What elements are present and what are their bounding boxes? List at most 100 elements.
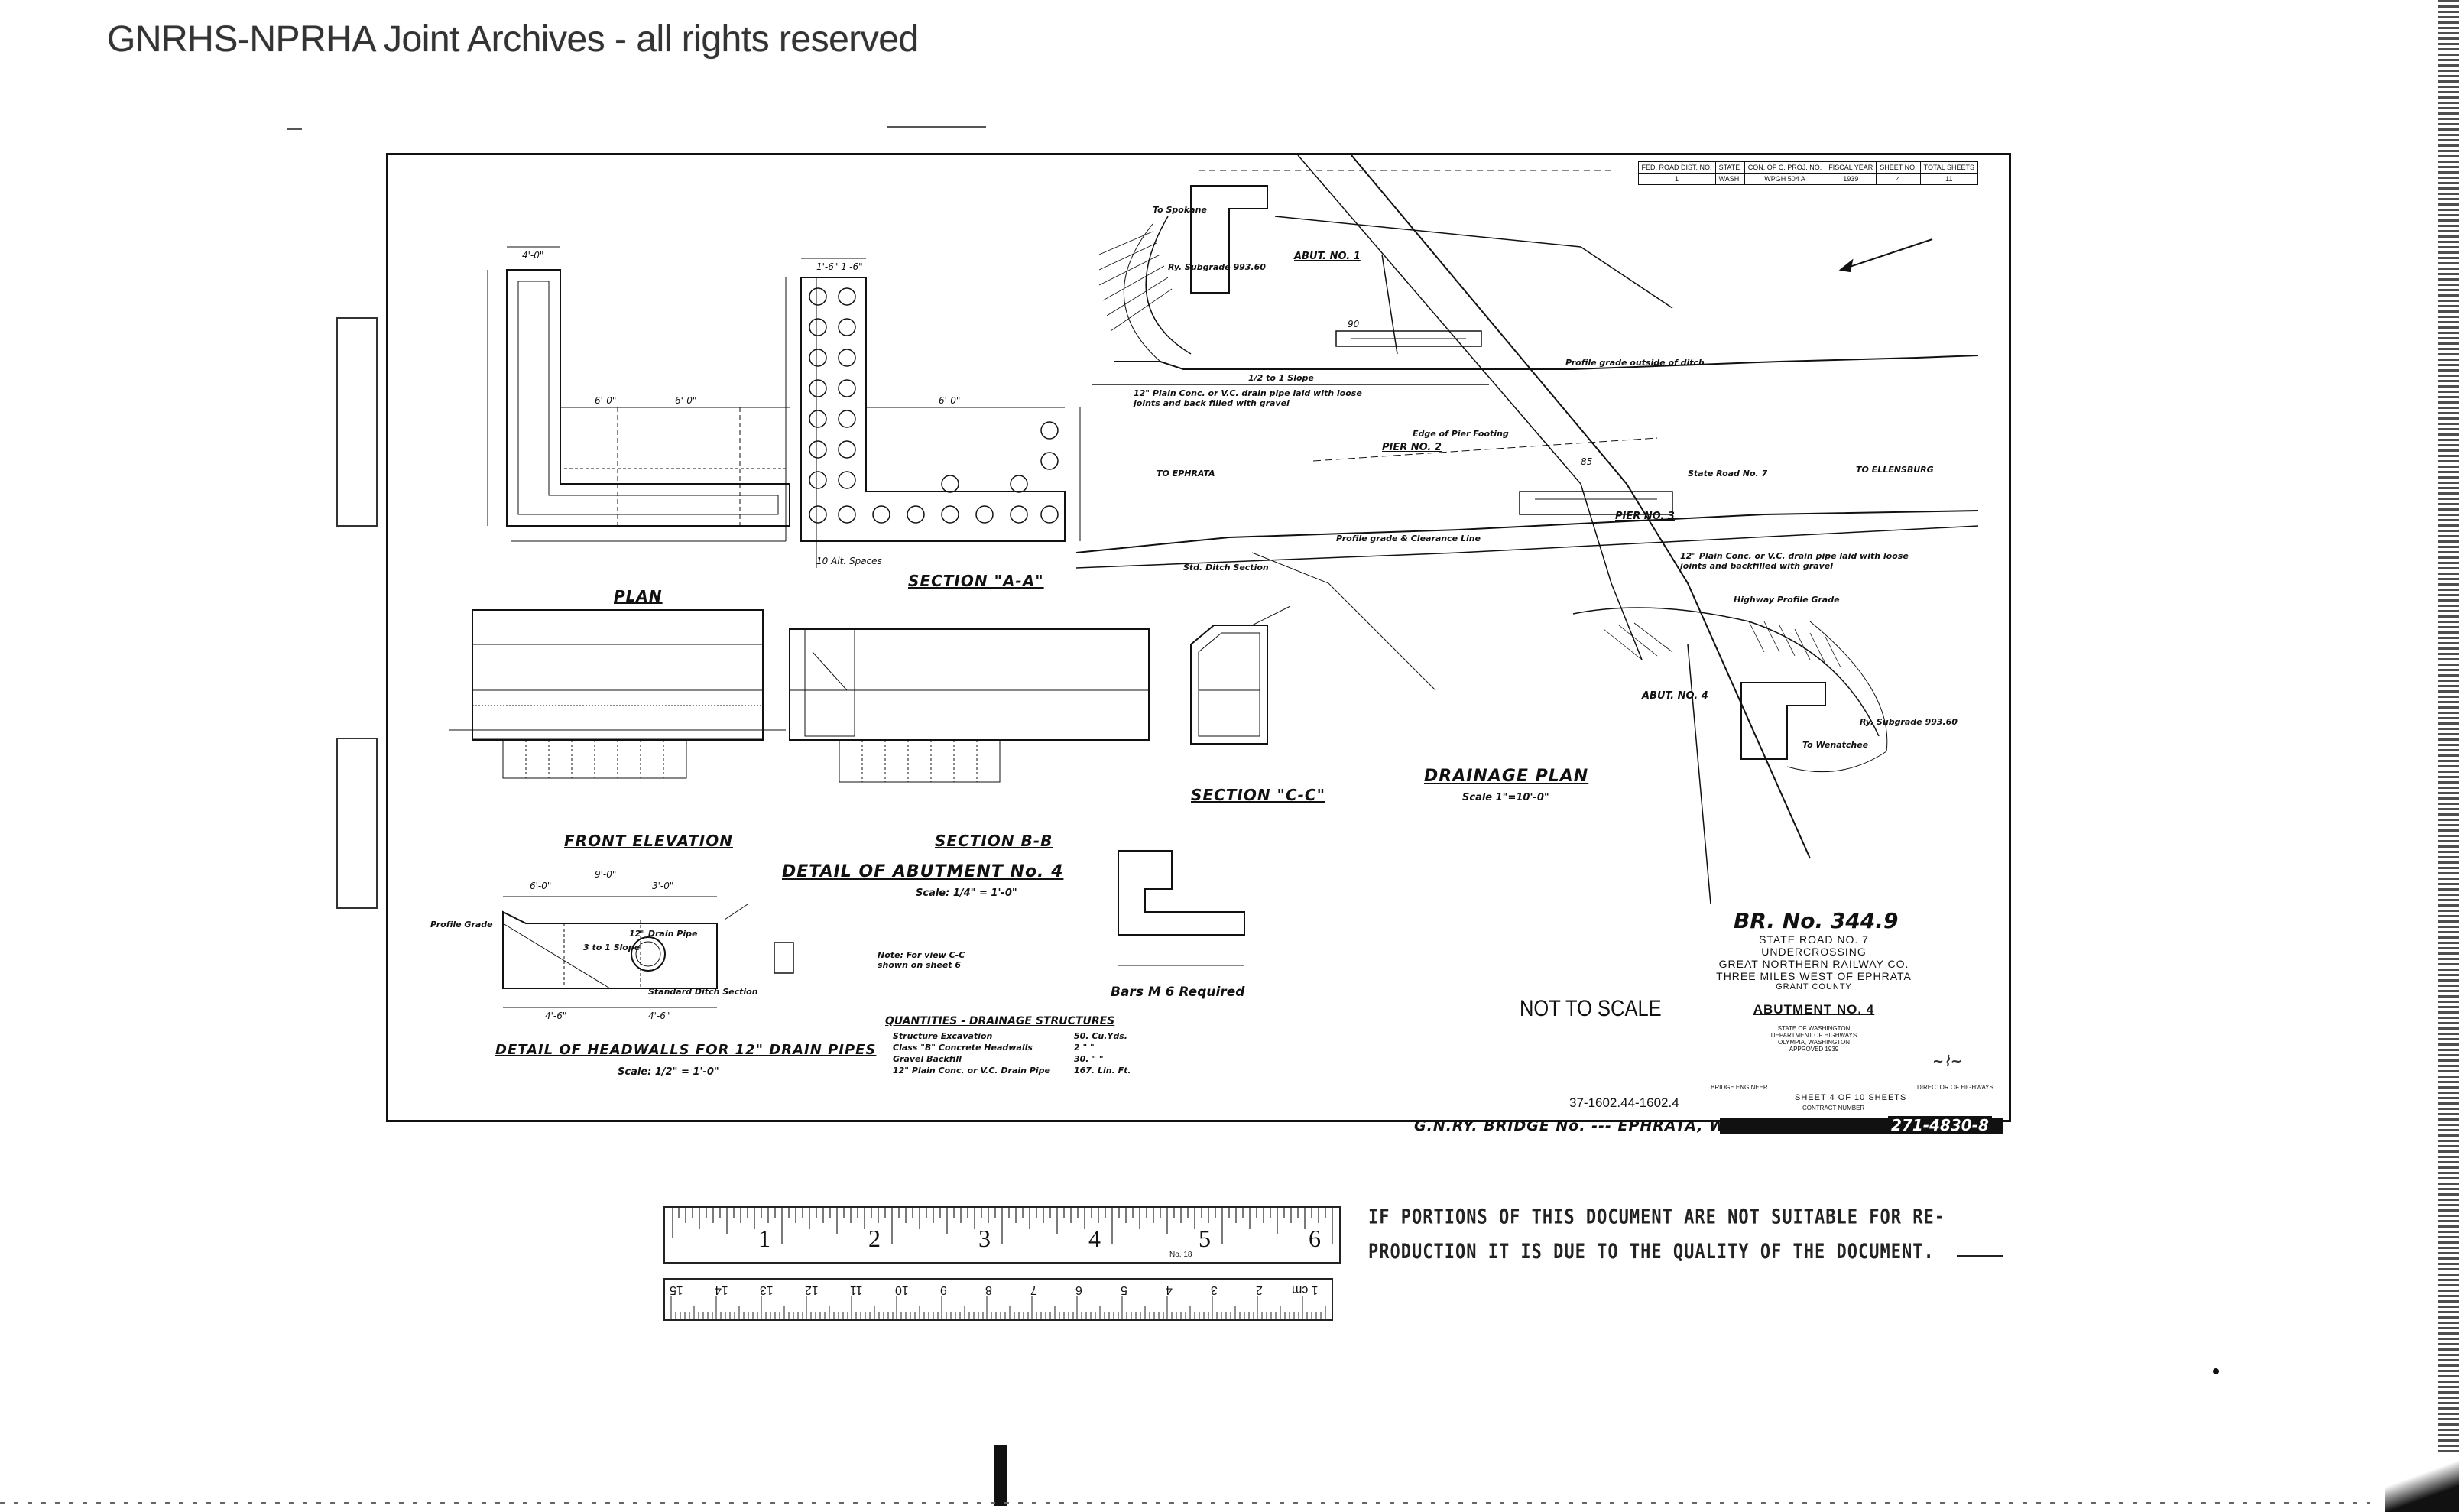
dimension-text: 6'-0" xyxy=(530,881,551,891)
drainage-plan-caption: DRAINAGE PLAN xyxy=(1424,767,1589,786)
std-ditch-label: Std. Ditch Section xyxy=(1183,563,1269,573)
notice-underline xyxy=(1957,1255,2003,1257)
reproduction-notice: IF PORTIONS OF THIS DOCUMENT ARE NOT SUI… xyxy=(1368,1200,1945,1270)
pile-circles xyxy=(809,287,1059,524)
pier2-label: PIER NO. 2 xyxy=(1382,442,1442,453)
scan-dash xyxy=(287,128,302,130)
inch-label: 3 xyxy=(978,1225,991,1252)
quantity-item: Structure Excavation xyxy=(893,1031,993,1041)
section-aa-caption: SECTION "A-A" xyxy=(908,572,1044,590)
section-aa-view xyxy=(785,258,1081,542)
dept-line: OLYMPIA, WASHINGTON xyxy=(1777,1039,1851,1046)
not-to-scale-stamp: NOT TO SCALE xyxy=(1520,996,1662,1021)
cm-label: 15 xyxy=(670,1283,683,1296)
section-cc-view xyxy=(1190,605,1291,745)
quantities-title: QUANTITIES - DRAINAGE STRUCTURES xyxy=(885,1015,1115,1027)
inch-label: 2 xyxy=(868,1225,881,1252)
headwall-detail-view xyxy=(502,896,794,1008)
front-elevation-view xyxy=(449,609,786,779)
scan-edge-corner xyxy=(2385,1452,2459,1512)
cm-label: 7 xyxy=(1030,1283,1037,1296)
highway-grade-label: Highway Profile Grade xyxy=(1734,595,1840,605)
cm-label: 2 xyxy=(1256,1283,1263,1296)
bridge-caption: G.N.RY. BRIDGE No. --- EPHRATA, WASH. xyxy=(1414,1118,1768,1134)
section-note: Note: For view C-C shown on sheet 6 xyxy=(878,950,965,970)
slope-label: 1/2 to 1 Slope xyxy=(1248,373,1314,383)
ruler-maker-label: No. 18 xyxy=(1169,1251,1192,1259)
inch-label: 5 xyxy=(1199,1225,1211,1252)
ry-subgrade-label-1: Ry. Subgrade 993.60 xyxy=(1168,262,1266,272)
notice-line: PRODUCTION IT IS DUE TO THE QUALITY OF T… xyxy=(1368,1241,1935,1264)
left-margin-strip-bottom xyxy=(336,738,378,909)
dimension-text: 1'-6" 1'-6" xyxy=(816,261,863,272)
cm-label: 3 xyxy=(1211,1283,1218,1296)
scan-edge-right xyxy=(2438,0,2459,1512)
dept-line: STATE OF WASHINGTON xyxy=(1777,1025,1851,1032)
edge-footing-label: Edge of Pier Footing xyxy=(1413,429,1509,439)
file-number: 271-4830-8 xyxy=(1888,1116,1992,1134)
quantity-value: 167. Lin. Ft. xyxy=(1074,1066,1131,1076)
dimension-text: 4'-0" xyxy=(522,250,543,261)
headwall-drain-pipe: 12" Drain Pipe xyxy=(629,929,698,939)
scan-dash xyxy=(887,126,986,128)
cm-label: 13 xyxy=(760,1283,774,1296)
drawing-sheet: FED. ROAD DIST. NO. STATE CON. OF C. PRO… xyxy=(386,153,2011,1122)
dimension-text: 90 xyxy=(1348,319,1360,329)
bridge-number: BR. No. 344.9 xyxy=(1734,908,1899,933)
cm-label: 11 xyxy=(850,1283,863,1296)
table-row: 12" Plain Conc. or V.C. Drain Pipe 167. … xyxy=(893,1065,1132,1076)
quantity-value: 2 " " xyxy=(1074,1043,1095,1053)
inch-ruler: 1 2 3 4 5 6 No. 18 xyxy=(663,1206,1341,1264)
title-line: GREAT NORTHERN RAILWAY CO. xyxy=(1718,958,1909,970)
drainage-plan-scale: Scale 1"=10'-0" xyxy=(1462,792,1549,803)
dimension-text: 6'-0" xyxy=(595,395,616,406)
title-block: BR. No. 344.9 STATE ROAD NO. 7 UNDERCROS… xyxy=(1688,908,1940,1053)
front-elevation-caption: FRONT ELEVATION xyxy=(564,832,733,850)
cm-label: 4 xyxy=(1166,1283,1173,1296)
drain-pipe-note-2: 12" Plain Conc. or V.C. drain pipe laid … xyxy=(1680,551,1909,571)
scan-mark xyxy=(994,1445,1007,1506)
dimension-text: 4'-6" xyxy=(545,1011,566,1021)
headwall-profile-grade: Profile Grade xyxy=(430,920,493,930)
dimension-text: 85 xyxy=(1581,456,1592,467)
title-line: UNDERCROSSING xyxy=(1761,946,1867,958)
scan-dotted-line xyxy=(0,1502,2370,1504)
reference-number: 37-1602.44-1602.4 xyxy=(1569,1095,1679,1110)
to-ellensburg-label: TO ELLENSBURG xyxy=(1856,465,1934,475)
quantity-item: Class "B" Concrete Headwalls xyxy=(893,1043,1033,1053)
cm-label: 1 cm xyxy=(1292,1283,1319,1296)
archive-watermark: GNRHS-NPRHA Joint Archives - all rights … xyxy=(107,19,919,60)
inch-ruler-ticks xyxy=(672,1208,1333,1244)
dimension-text: 6'-0" xyxy=(939,395,960,406)
value-cell: 1 xyxy=(1637,173,1716,185)
dimension-text: 10 Alt. Spaces xyxy=(816,556,882,566)
left-margin-strip-top xyxy=(336,317,378,527)
sheet-title: ABUTMENT NO. 4 xyxy=(1753,1002,1875,1017)
cm-label: 12 xyxy=(805,1283,819,1296)
value-cell: 4 xyxy=(1876,173,1921,185)
title-line: STATE ROAD NO. 7 xyxy=(1759,933,1869,946)
approved-line: APPROVED 1939 xyxy=(1789,1046,1839,1053)
cm-ruler-ticks xyxy=(670,1296,1326,1319)
project-header-table: FED. ROAD DIST. NO. STATE CON. OF C. PRO… xyxy=(1637,161,1979,185)
title-line: GRANT COUNTY xyxy=(1776,982,1852,991)
cm-label: 6 xyxy=(1075,1283,1082,1296)
inch-label: 4 xyxy=(1088,1225,1101,1252)
headwall-slope: 3 to 1 Slope xyxy=(583,943,641,952)
cm-label: 8 xyxy=(985,1283,992,1296)
dept-line: DEPARTMENT OF HIGHWAYS xyxy=(1770,1032,1857,1039)
director-label: DIRECTOR OF HIGHWAYS xyxy=(1917,1084,1993,1091)
drainage-plan-view xyxy=(1075,155,1979,905)
cm-label: 10 xyxy=(895,1283,909,1296)
dimension-text: 9'-0" xyxy=(595,869,616,880)
cm-ruler: 15 14 13 12 11 10 9 8 7 6 5 4 3 2 1 cm xyxy=(663,1278,1333,1321)
slope-hatching xyxy=(1098,231,1841,668)
signature: ~⌇~ xyxy=(1932,1053,1962,1069)
dimension-text: 4'-6" xyxy=(648,1011,670,1021)
headwall-std-ditch: Standard Ditch Section xyxy=(648,987,758,997)
detail-headwalls-scale: Scale: 1/2" = 1'-0" xyxy=(618,1066,719,1078)
scan-dot xyxy=(2213,1368,2219,1374)
table-row: Gravel Backfill 30. " " xyxy=(893,1053,1132,1065)
dimension-text: 3'-0" xyxy=(652,881,673,891)
bars-m-caption: Bars M 6 Required xyxy=(1111,985,1245,1000)
